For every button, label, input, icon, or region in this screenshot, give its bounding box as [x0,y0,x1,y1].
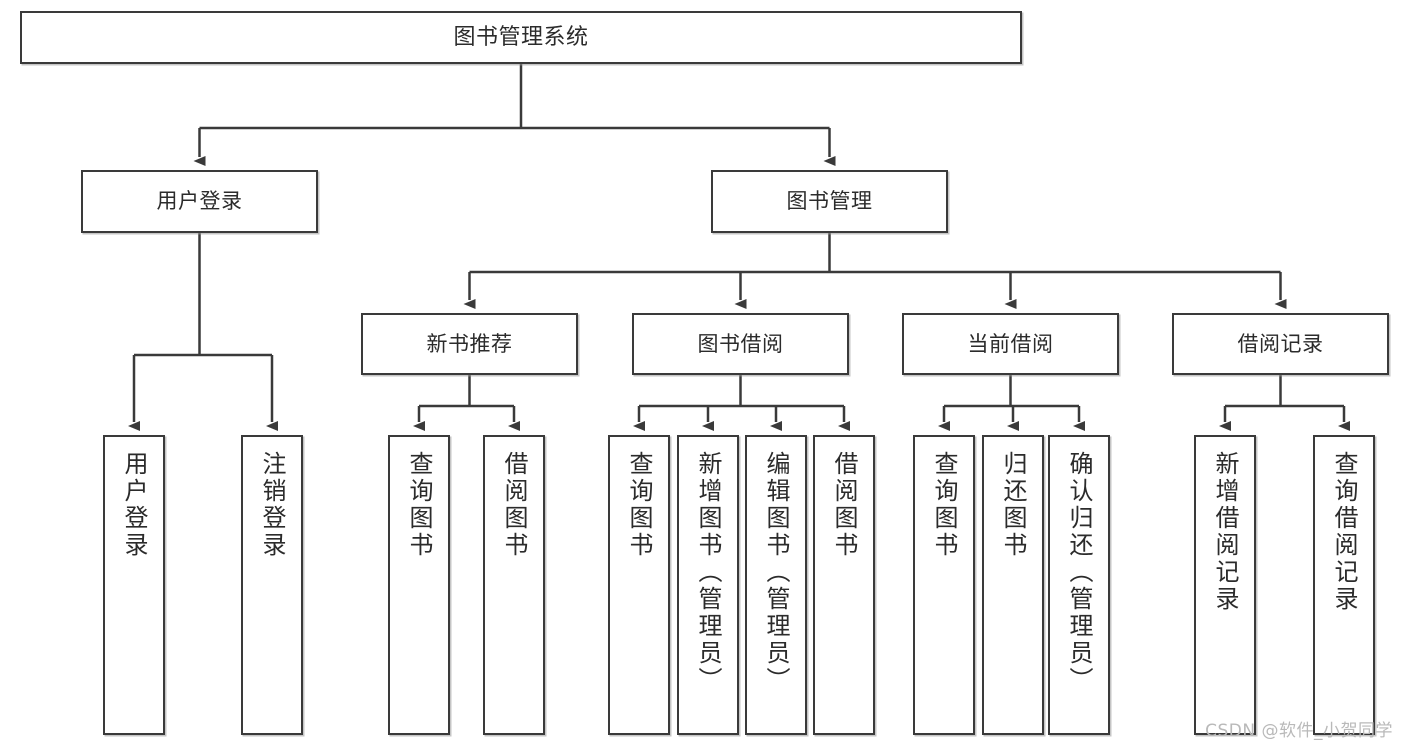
node-leaf-borrow-query[interactable]: 查询图书 [608,435,670,735]
node-label: 用户登录 [156,189,243,214]
node-leaf-user-login[interactable]: 用户登录 [103,435,165,735]
node-label: 归还图书 [999,451,1027,559]
node-label: 查询图书 [405,451,433,559]
node-leaf-rec-borrow[interactable]: 借阅图书 [483,435,545,735]
node-leaf-cur-return[interactable]: 归还图书 [982,435,1044,735]
node-label: 图书管理 [786,189,873,214]
node-label: 查询图书 [930,451,958,559]
node-leaf-borrow-add[interactable]: 新增图书（管理员） [677,435,739,735]
node-label: 图书借阅 [697,331,784,356]
node-label: 新增图书（管理员） [694,451,722,694]
node-label: 新书推荐 [426,331,513,356]
node-label: 当前借阅 [967,331,1054,356]
node-label: 借阅记录 [1237,331,1324,356]
node-current-borrow[interactable]: 当前借阅 [902,313,1119,375]
node-label: 借阅图书 [830,451,858,559]
node-label: 编辑图书（管理员） [762,451,790,694]
node-leaf-user-logout[interactable]: 注销登录 [241,435,303,735]
node-leaf-cur-confirm[interactable]: 确认归还（管理员） [1048,435,1110,735]
node-borrow-record[interactable]: 借阅记录 [1172,313,1389,375]
node-leaf-borrow-do[interactable]: 借阅图书 [813,435,875,735]
node-book-manage[interactable]: 图书管理 [711,170,948,233]
node-root[interactable]: 图书管理系统 [20,11,1022,64]
node-label: 查询借阅记录 [1330,451,1358,613]
node-label: 图书管理系统 [453,24,589,50]
node-leaf-borrow-edit[interactable]: 编辑图书（管理员） [745,435,807,735]
node-leaf-cur-query[interactable]: 查询图书 [913,435,975,735]
node-label: 新增借阅记录 [1211,451,1239,613]
node-label: 用户登录 [120,451,148,559]
node-label: 注销登录 [258,451,286,559]
node-label: 查询图书 [625,451,653,559]
node-user-login[interactable]: 用户登录 [81,170,318,233]
node-book-borrow[interactable]: 图书借阅 [632,313,849,375]
node-label: 借阅图书 [500,451,528,559]
node-new-book-rec[interactable]: 新书推荐 [361,313,578,375]
node-leaf-rec-add[interactable]: 新增借阅记录 [1194,435,1256,735]
node-label: 确认归还（管理员） [1065,451,1093,694]
node-leaf-rec-search[interactable]: 查询借阅记录 [1313,435,1375,735]
node-leaf-rec-query[interactable]: 查询图书 [388,435,450,735]
edge-paths [128,64,1350,431]
